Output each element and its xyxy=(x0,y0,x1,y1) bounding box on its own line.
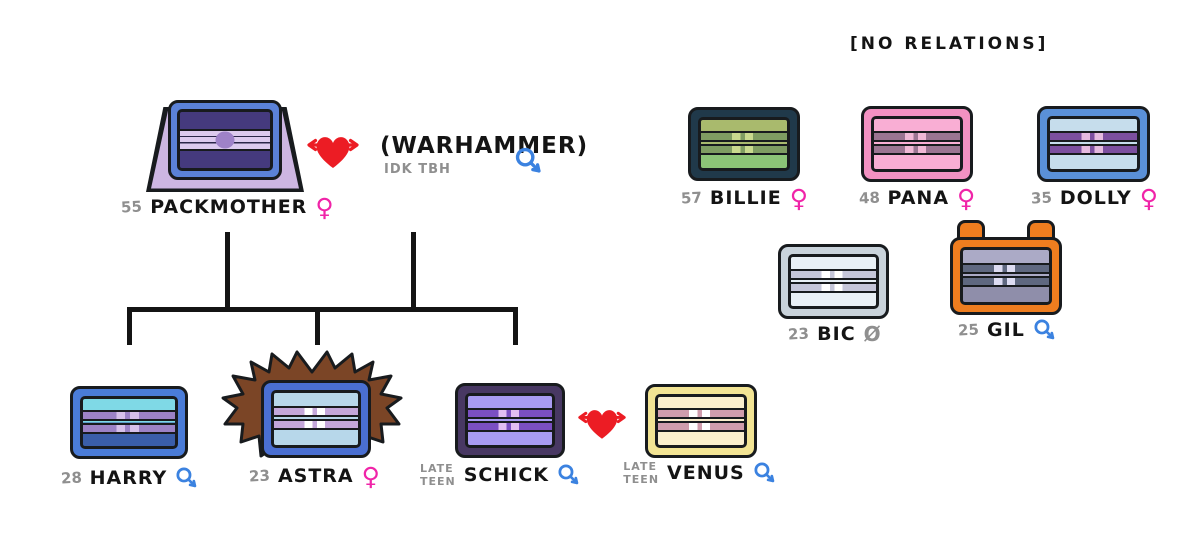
label-billie: 57 BILLIE ♀ xyxy=(680,184,810,211)
portrait-billie xyxy=(688,107,800,181)
tree-line-drop-schick xyxy=(513,307,518,345)
name-text: HARRY xyxy=(89,467,168,489)
male-icon xyxy=(753,461,777,485)
age-text: 48 xyxy=(858,187,880,208)
love-heart-icon xyxy=(577,403,627,447)
age-text: LATE TEEN xyxy=(420,462,456,489)
note-text: IDK TBH xyxy=(384,162,451,177)
name-text: VENUS xyxy=(667,462,745,485)
label-venus: LATE TEEN VENUS xyxy=(623,460,775,486)
male-icon xyxy=(1033,318,1057,342)
age-text: 23 xyxy=(787,324,810,344)
packmother-face-band xyxy=(180,129,270,151)
name-text: BIC xyxy=(817,323,856,345)
male-icon xyxy=(557,463,581,487)
female-icon: ♀ xyxy=(315,193,335,222)
label-astra: 23 ASTRA ♀ xyxy=(248,462,381,491)
portrait-venus xyxy=(645,384,757,458)
age-text: 23 xyxy=(248,465,271,486)
portrait-harry xyxy=(70,386,188,459)
male-icon xyxy=(514,146,544,176)
label-packmother: 55 PACKMOTHER ♀ xyxy=(121,193,334,220)
name-text: PACKMOTHER xyxy=(150,195,308,218)
female-icon: ♀ xyxy=(957,184,977,213)
female-icon: ♀ xyxy=(789,184,809,213)
label-gil: 25 GIL xyxy=(950,318,1065,342)
age-text: LATE TEEN xyxy=(623,460,660,487)
name-text: DOLLY xyxy=(1059,186,1132,209)
no-relations-title: [NO RELATIONS] xyxy=(850,34,1049,54)
portrait-dolly xyxy=(1037,106,1150,182)
tree-line-parent-right xyxy=(411,232,416,310)
partner-warhammer: (WARHAMMER) IDK TBH xyxy=(380,133,588,177)
age-text: 35 xyxy=(1030,187,1053,208)
portrait-packmother xyxy=(146,100,304,192)
portrait-astra xyxy=(218,346,406,474)
age-text: 57 xyxy=(680,187,703,208)
male-icon xyxy=(175,466,199,490)
name-text: (WARHAMMER) xyxy=(380,133,589,159)
name-text: ASTRA xyxy=(277,464,354,487)
female-icon: ♀ xyxy=(361,462,381,491)
age-text: 28 xyxy=(60,468,83,488)
no-gender-icon: Ø xyxy=(863,322,882,346)
tree-line-drop-astra xyxy=(315,307,320,345)
label-harry: 28 HARRY xyxy=(60,466,200,490)
tree-line-drop-harry xyxy=(127,307,132,345)
name-text: SCHICK xyxy=(463,464,550,487)
portrait-schick xyxy=(455,383,565,458)
label-schick: LATE TEEN SCHICK xyxy=(420,462,579,488)
label-dolly: 35 DOLLY ♀ xyxy=(1030,184,1160,211)
name-text: GIL xyxy=(987,319,1025,341)
tree-line-parent-left xyxy=(225,232,230,310)
tree-line-sibling-bar xyxy=(127,307,518,312)
love-heart-icon xyxy=(306,130,360,176)
name-text: PANA xyxy=(887,186,950,209)
name-text: BILLIE xyxy=(709,186,782,209)
portrait-pana xyxy=(861,106,973,182)
portrait-bic xyxy=(778,244,889,319)
label-bic: 23 BIC Ø xyxy=(775,322,895,346)
age-text: 25 xyxy=(957,320,980,340)
age-text: 55 xyxy=(120,196,143,217)
portrait-gil xyxy=(950,220,1062,316)
label-pana: 48 PANA ♀ xyxy=(855,184,980,211)
female-icon: ♀ xyxy=(1139,184,1160,213)
